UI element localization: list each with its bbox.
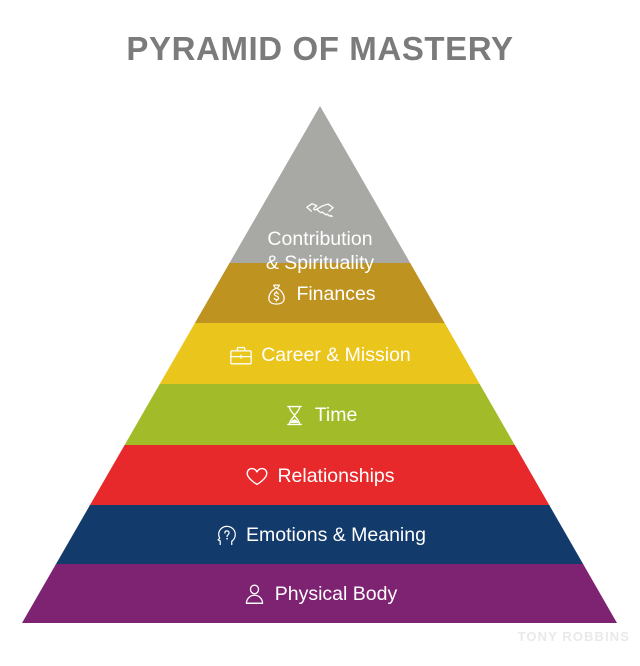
- pyramid-tier-band-3: [22, 323, 617, 385]
- pyramid-tier-band-4: [22, 384, 617, 446]
- pyramid-tier-band-2: [22, 263, 617, 324]
- pyramid-tier-band-5: [22, 445, 617, 506]
- pyramid-tier-band-1: [22, 106, 617, 264]
- pyramid-tier-band-7: [22, 564, 617, 623]
- pyramid-tier-band-6: [22, 505, 617, 565]
- page-title: PYRAMID OF MASTERY: [126, 30, 514, 67]
- watermark-tony-robbins: TONY ROBBINS: [517, 629, 630, 644]
